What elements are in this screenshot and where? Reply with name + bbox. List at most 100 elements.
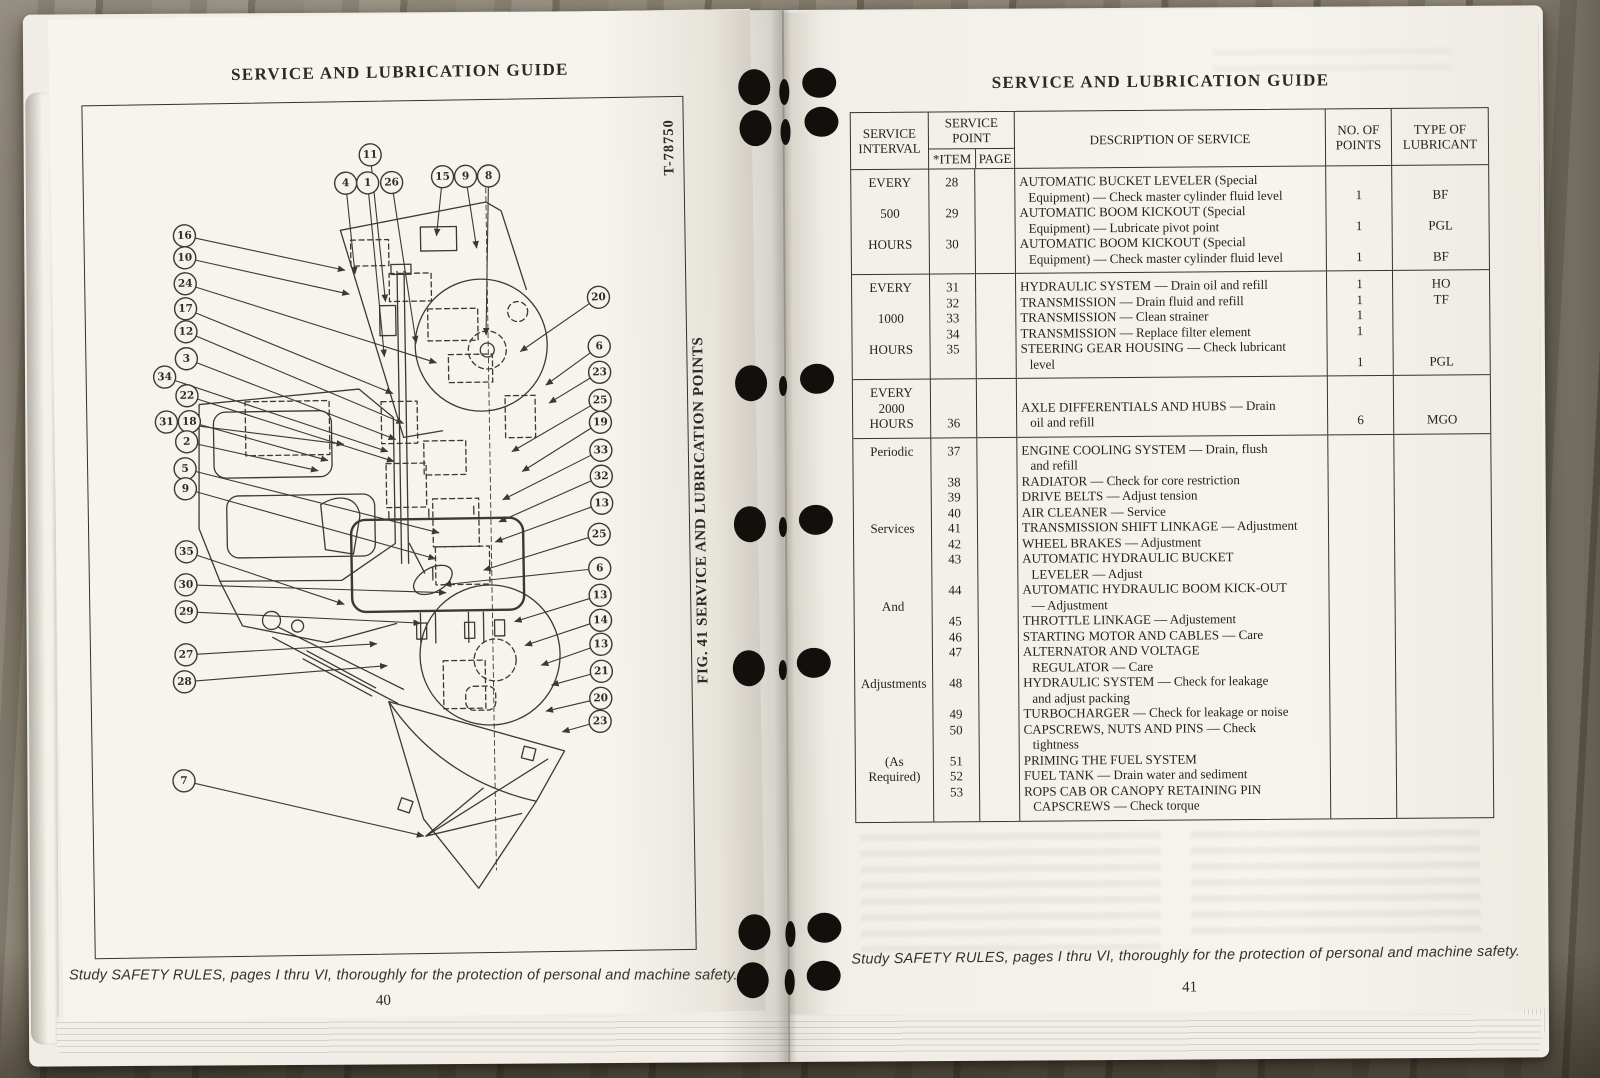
svg-text:15: 15 <box>435 171 450 183</box>
callout-circle <box>587 334 611 358</box>
col-points: NO. OF POINTS <box>1325 108 1393 166</box>
svg-text:27: 27 <box>179 649 194 661</box>
svg-text:20: 20 <box>591 291 606 303</box>
callout-circle <box>173 297 198 321</box>
service-table: SERVICE INTERVAL SERVICE POINT *ITEM PAG… <box>849 107 1495 823</box>
col-page: PAGE <box>978 150 1012 167</box>
callout-leader-lines <box>175 166 592 838</box>
callout-circle <box>586 285 611 309</box>
col-service-point: SERVICE POINT *ITEM PAGE <box>928 111 1016 169</box>
binder-hole <box>738 914 771 951</box>
svg-text:23: 23 <box>593 715 608 727</box>
svg-text:6: 6 <box>595 340 603 352</box>
svg-text:2: 2 <box>183 436 191 448</box>
svg-text:35: 35 <box>179 546 194 558</box>
binder-hole <box>785 920 796 948</box>
callout-circle <box>175 384 199 408</box>
callout-circle <box>589 438 613 462</box>
callout-circle <box>358 143 382 167</box>
col-service-interval: SERVICE INTERVAL <box>850 112 930 170</box>
svg-text:8: 8 <box>485 170 493 182</box>
callout-circle <box>588 709 612 734</box>
svg-text:25: 25 <box>593 394 608 406</box>
page-title: SERVICE AND LUBRICATION GUIDE <box>230 59 569 85</box>
callout-circle <box>589 659 614 683</box>
svg-text:30: 30 <box>179 579 194 591</box>
drawing-number: T-78750 <box>660 119 678 176</box>
callout-circle <box>173 477 198 501</box>
callout-circle <box>173 272 197 296</box>
binder-hole <box>806 960 841 991</box>
callout-circle <box>588 608 613 632</box>
table-header: SERVICE INTERVAL SERVICE POINT *ITEM PAG… <box>850 108 1489 171</box>
callout-circle <box>154 410 179 434</box>
callout-circle <box>174 643 198 667</box>
binder-hole <box>784 968 795 996</box>
col-description: DESCRIPTION OF SERVICE <box>1014 109 1327 168</box>
svg-text:34: 34 <box>157 371 172 383</box>
callout-circle <box>588 556 612 580</box>
callout-circle <box>174 320 198 344</box>
svg-text:13: 13 <box>594 497 609 509</box>
callout-circle <box>355 171 380 195</box>
callout-circle <box>588 410 613 434</box>
binder-hole <box>804 106 839 137</box>
svg-text:22: 22 <box>180 390 195 402</box>
svg-text:20: 20 <box>593 692 608 704</box>
svg-text:13: 13 <box>593 589 608 601</box>
callout-circle <box>453 164 478 189</box>
svg-text:33: 33 <box>593 444 608 456</box>
binder-hole <box>738 69 771 106</box>
binder-hole <box>779 78 790 106</box>
callout-circle <box>172 769 196 793</box>
svg-text:9: 9 <box>462 170 470 182</box>
callout-circle <box>172 670 197 694</box>
callout-circle <box>589 632 613 656</box>
callout-circle <box>152 365 177 389</box>
binder-hole <box>799 363 835 394</box>
svg-text:26: 26 <box>384 176 399 188</box>
binder-hole <box>732 650 765 687</box>
svg-text:28: 28 <box>177 676 192 688</box>
svg-text:3: 3 <box>183 353 191 365</box>
binder-hole <box>780 118 791 146</box>
svg-text:29: 29 <box>179 606 194 618</box>
callout-circle <box>590 491 614 515</box>
callout-circle <box>174 573 198 597</box>
callout-circle <box>174 430 199 454</box>
svg-text:31: 31 <box>159 416 174 428</box>
callout-circle <box>589 464 613 488</box>
svg-text:10: 10 <box>177 252 192 264</box>
svg-text:23: 23 <box>592 366 607 378</box>
page-title: SERVICE AND LUBRICATION GUIDE <box>991 70 1330 93</box>
svg-text:14: 14 <box>593 614 608 626</box>
binder-hole <box>802 67 837 98</box>
svg-text:11: 11 <box>363 149 378 161</box>
binder-hole <box>779 375 788 397</box>
callout-circle <box>174 347 199 371</box>
svg-text:1: 1 <box>364 177 372 189</box>
binder-hole <box>733 506 767 543</box>
binder-hole <box>798 504 833 535</box>
svg-text:5: 5 <box>181 463 189 475</box>
svg-text:25: 25 <box>592 528 607 540</box>
right-page: SERVICE AND LUBRICATION GUIDE SERVICE IN… <box>781 6 1546 1015</box>
open-manual-book: SERVICE AND LUBRICATION GUIDE <box>22 5 1550 1067</box>
binder-hole <box>796 647 831 678</box>
safety-footer: Study SAFETY RULES, pages I thru VI, tho… <box>69 967 738 984</box>
svg-text:12: 12 <box>179 326 194 338</box>
callout-circle <box>174 540 199 564</box>
callout-circle <box>587 360 612 384</box>
callout-circle <box>173 246 197 270</box>
